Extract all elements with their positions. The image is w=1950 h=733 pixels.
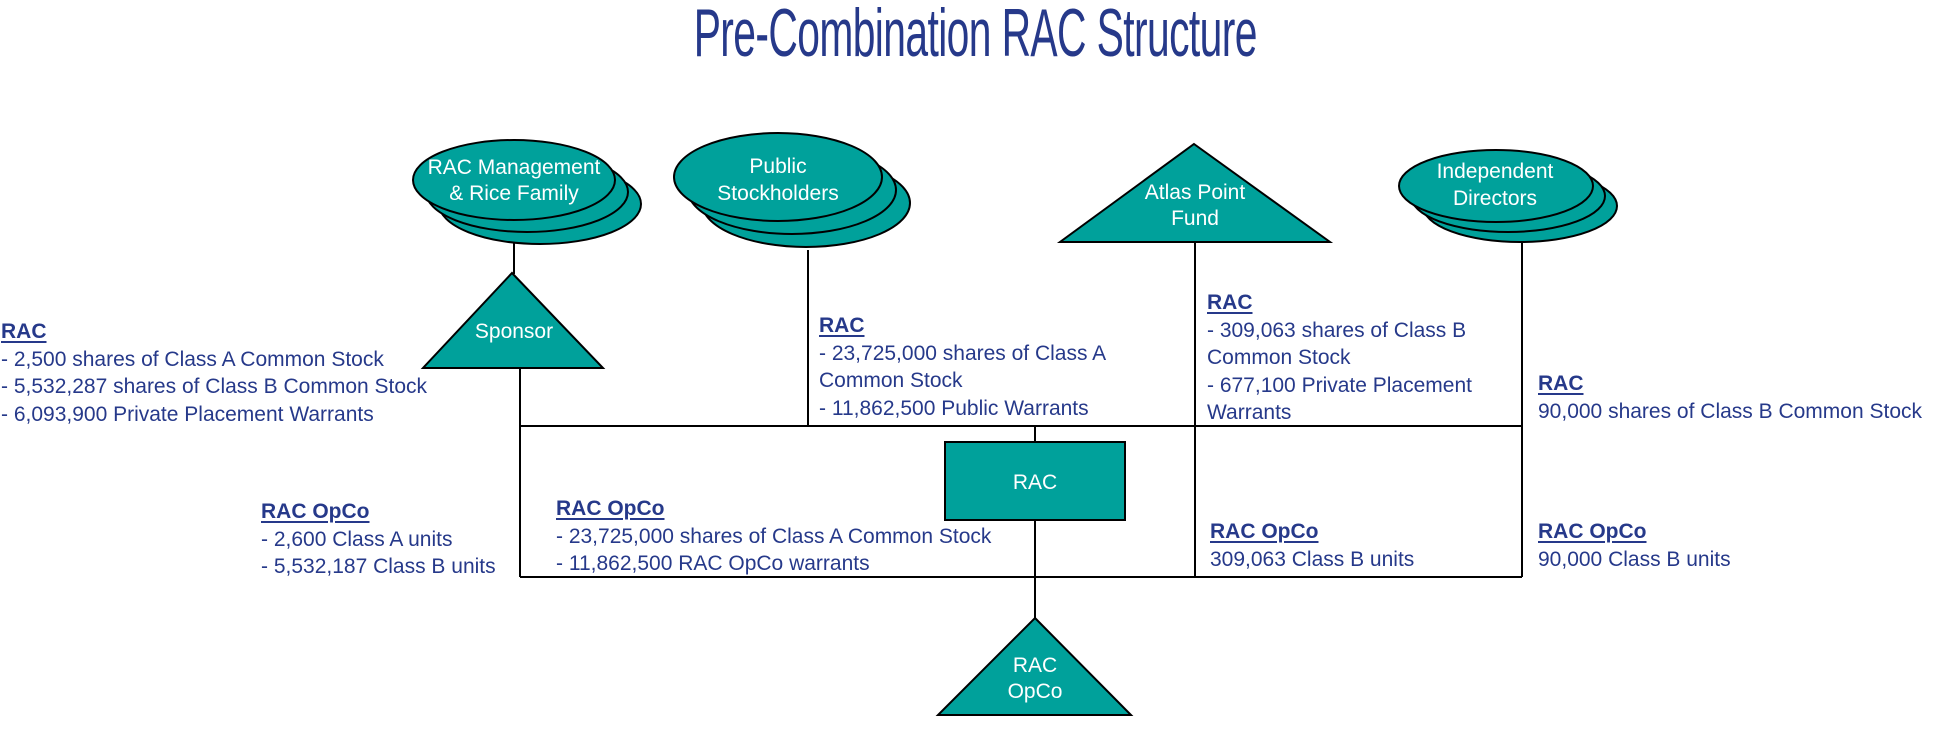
stack-ellipse-front	[673, 132, 883, 222]
node-management: RAC Management & Rice Family	[412, 139, 642, 245]
holding-header: RAC OpCo	[1538, 520, 1647, 543]
holding-header: RAC	[819, 314, 865, 337]
holding-header: RAC OpCo	[261, 500, 370, 523]
node-rac-opco: RAC OpCo	[935, 616, 1134, 716]
holding-line: - 677,100 Private Placement	[1207, 373, 1472, 397]
node-label: Atlas Point	[1145, 181, 1246, 204]
node-label: & Rice Family	[449, 182, 579, 205]
holding-sponsor-opco: RAC OpCo - 2,600 Class A units - 5,532,1…	[261, 498, 496, 581]
holding-line: Warrants	[1207, 401, 1292, 424]
node-label: RAC Management	[428, 156, 601, 179]
holding-sponsor-rac: RAC - 2,500 shares of Class A Common Sto…	[1, 318, 427, 428]
holding-header: RAC OpCo	[1210, 520, 1319, 543]
holding-line: - 309,063 shares of Class B	[1207, 318, 1467, 342]
holding-atlas-opco: RAC OpCo 309,063 Class B units	[1210, 518, 1414, 573]
page-title: Pre-Combination RAC Structure	[693, 0, 1257, 71]
holding-header: RAC	[1207, 291, 1253, 314]
holding-line: - 6,093,900 Private Placement Warrants	[1, 402, 374, 426]
holding-independent-rac: RAC 90,000 shares of Class B Common Stoc…	[1538, 370, 1922, 425]
triangle-shape	[935, 616, 1134, 716]
holding-public-opco: RAC OpCo - 23,725,000 shares of Class A …	[556, 495, 991, 578]
holding-atlas-rac: RAC - 309,063 shares of Class B Common S…	[1207, 289, 1472, 427]
holding-header: RAC OpCo	[556, 497, 665, 520]
node-sponsor: Sponsor	[420, 271, 606, 369]
holding-line: - 11,862,500 RAC OpCo warrants	[556, 552, 870, 575]
holding-line: 90,000 Class B units	[1538, 547, 1731, 571]
node-label: Public	[749, 155, 806, 178]
node-rac: RAC	[944, 441, 1126, 521]
connector-lines	[513, 240, 1523, 618]
triangle-shape	[1056, 142, 1334, 243]
holding-header: RAC	[1538, 372, 1584, 395]
holding-line: 309,063 Class B units	[1210, 547, 1415, 571]
holding-header: RAC	[1, 320, 47, 343]
node-label: RAC	[1013, 471, 1057, 494]
holding-line: Common Stock	[1207, 346, 1351, 369]
holding-line: - 2,500 shares of Class A Common Stock	[1, 347, 384, 371]
rectangle-shape	[944, 441, 1126, 521]
holding-public-rac: RAC - 23,725,000 shares of Class A Commo…	[819, 312, 1106, 422]
triangle-shape	[420, 271, 606, 369]
node-label: OpCo	[1008, 680, 1063, 703]
node-label: Independent	[1437, 160, 1554, 183]
node-label: Sponsor	[475, 320, 553, 343]
holding-line: - 23,725,000 shares of Class A	[819, 341, 1107, 365]
node-label: Fund	[1171, 207, 1219, 230]
node-label: Stockholders	[717, 182, 838, 205]
holding-line: - 5,532,187 Class B units	[261, 555, 496, 578]
holding-line: Common Stock	[819, 369, 963, 392]
node-label: RAC	[1013, 654, 1057, 677]
holding-line: - 2,600 Class A units	[261, 527, 453, 551]
holding-line: - 23,725,000 shares of Class A Common St…	[556, 524, 992, 548]
node-label: Directors	[1453, 187, 1537, 210]
stack-ellipse-front	[412, 139, 616, 221]
stack-ellipse-front	[1398, 149, 1594, 223]
holding-line: - 5,532,287 shares of Class B Common Sto…	[1, 375, 428, 398]
holding-independent-opco: RAC OpCo 90,000 Class B units	[1538, 518, 1731, 573]
node-atlas-point-fund: Atlas Point Fund	[1056, 142, 1334, 243]
holding-line: 90,000 shares of Class B Common Stock	[1538, 399, 1923, 423]
holding-line: - 11,862,500 Public Warrants	[819, 396, 1089, 420]
node-public-stockholders: Public Stockholders	[673, 132, 911, 248]
node-independent-directors: Independent Directors	[1398, 149, 1618, 243]
